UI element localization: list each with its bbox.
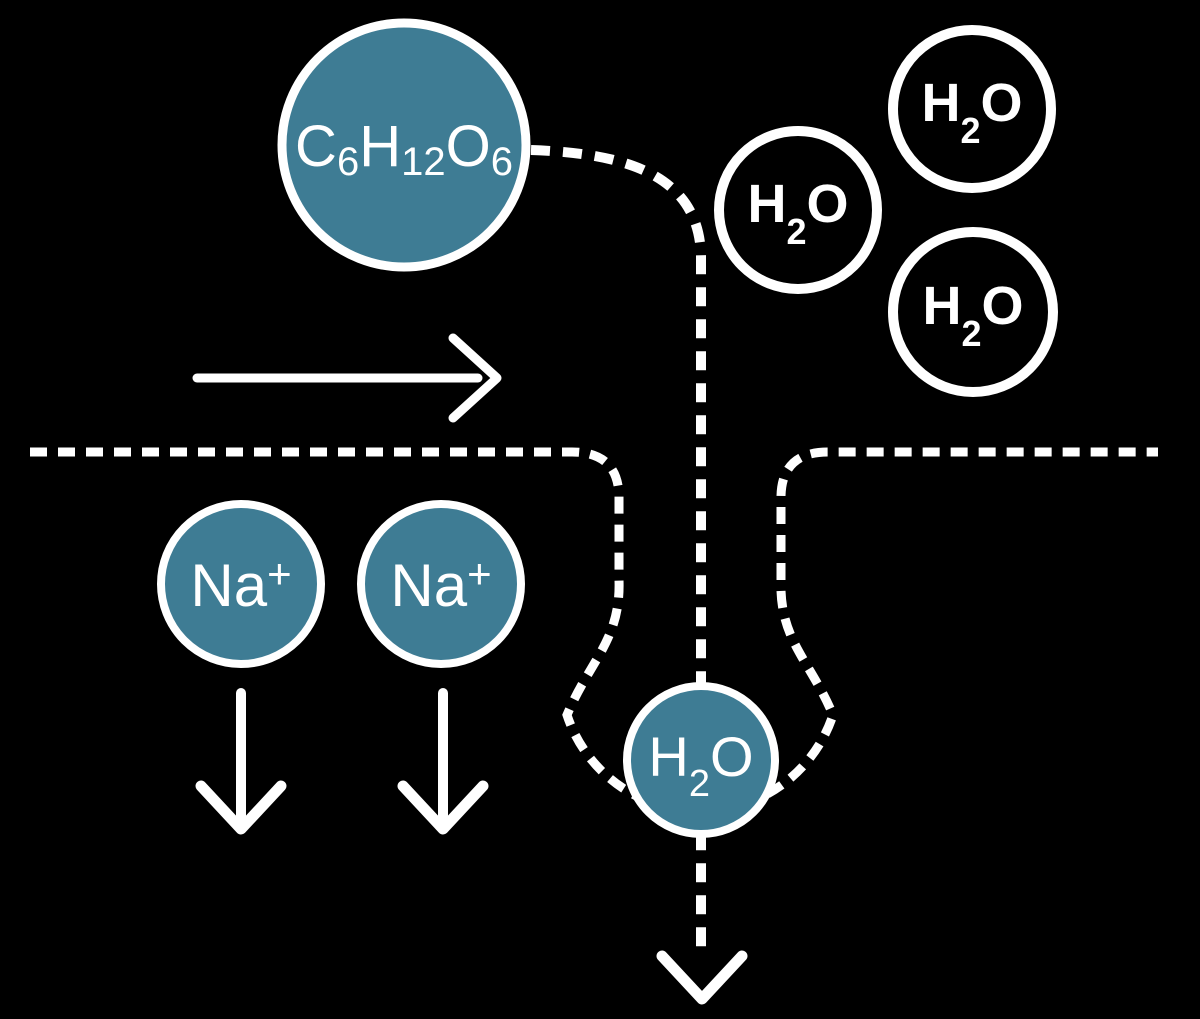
water-molecule-outline-2: H2O (888, 25, 1056, 193)
water-molecule-outline-1: H2O (714, 126, 882, 294)
water-molecule-outline-3: H2O (888, 227, 1058, 397)
channel-flow-arrowhead (656, 950, 748, 1005)
sodium-ion-1: Na+ (157, 500, 325, 668)
sodium-label: Na+ (390, 550, 491, 619)
glucose-label: C6H12O6 (295, 114, 513, 184)
sodium-ion-2: Na+ (357, 500, 525, 668)
sodium-circle (157, 500, 325, 668)
water-circle (888, 227, 1058, 397)
water-circle (623, 682, 779, 838)
sodium-circle (357, 500, 525, 668)
glucose-molecule: C6H12O6 (277, 18, 531, 272)
sodium-label: Na+ (190, 550, 291, 619)
sodium-flow-arrow-2 (397, 688, 489, 835)
sodium-flow-arrow-1 (195, 688, 287, 835)
arrow-head (195, 780, 287, 835)
water-circle (714, 126, 882, 294)
water-molecule-in-channel: H2O (623, 682, 779, 838)
osmosis-dashed-path (530, 145, 706, 958)
water-label: H2O (921, 73, 1022, 151)
water-circle (888, 25, 1056, 193)
arrow-head (397, 780, 489, 835)
water-label: H2O (648, 725, 753, 805)
arrow-head (448, 333, 502, 423)
rightward-flow-arrow (192, 333, 502, 423)
water-label: H2O (747, 174, 848, 252)
water-label: H2O (922, 276, 1023, 354)
glucose-circle (277, 18, 531, 272)
